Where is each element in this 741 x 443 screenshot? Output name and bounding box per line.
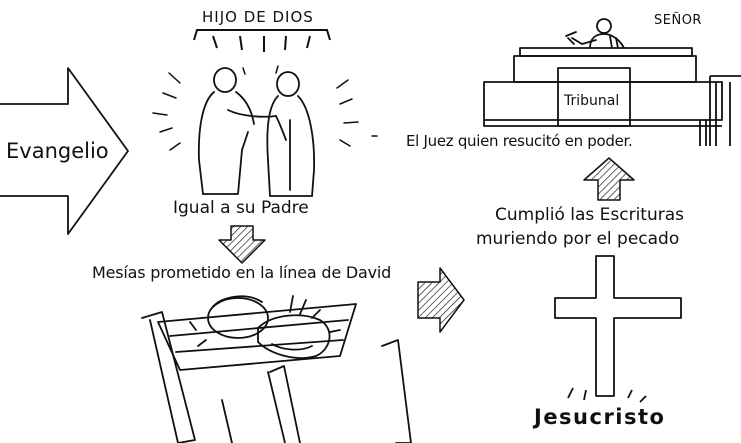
cumplio-label-line1: Cumplió las Escrituras <box>495 205 685 225</box>
down-arrow-icon <box>219 226 265 263</box>
manger-with-baby <box>142 296 411 443</box>
evangelio-label: Evangelio <box>6 139 109 163</box>
hijo-de-dios-label: HIJO DE DIOS <box>202 8 314 26</box>
juez-label: El Juez quien resucitó en poder. <box>406 132 633 150</box>
up-arrow-icon <box>584 158 634 200</box>
gospel-arrow-icon <box>0 68 128 234</box>
jesucristo-label: Jesucristo <box>534 405 666 429</box>
cross-icon <box>555 256 681 402</box>
courtroom-icon <box>484 48 741 146</box>
igual-a-su-padre-label: Igual a su Padre <box>173 198 309 218</box>
father-and-son-figures <box>199 68 314 196</box>
senor-label: SEÑOR <box>654 13 702 28</box>
tribunal-label: Tribunal <box>564 93 620 109</box>
radiance-lines <box>153 66 377 150</box>
cumplio-label-line2: muriendo por el pecado <box>476 229 680 249</box>
mesias-label: Mesías prometido en la línea de David <box>92 263 392 282</box>
right-arrow-icon <box>418 268 464 332</box>
halo-bracket <box>194 30 330 52</box>
judge-with-gavel <box>566 19 624 48</box>
